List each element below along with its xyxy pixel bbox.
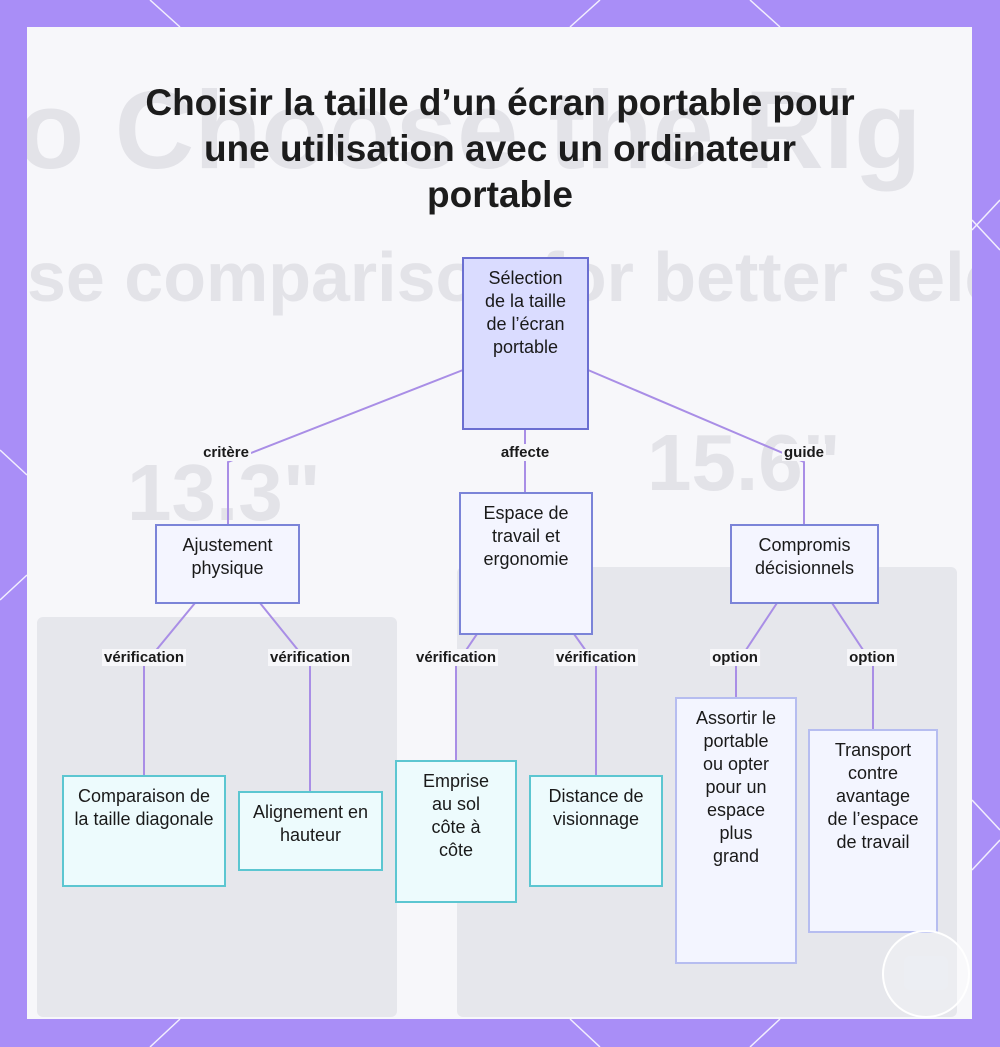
corner-watermark-badge	[882, 930, 970, 1018]
node-diagonal-comparison: Comparaison de la taille diagonale	[62, 775, 226, 887]
node-root: Sélection de la taille de l’écran portab…	[462, 257, 589, 430]
background-size-label-a: 13.3"	[127, 448, 321, 537]
background-size-label-b: 15.6"	[647, 418, 841, 507]
monitor-icon	[904, 956, 948, 990]
edge-tradeoffs-transport	[831, 602, 874, 730]
node-match-or-larger-label: Assortir le portable ou opter pour un es…	[695, 708, 776, 866]
diagram-title: Choisir la taille d’un écran portable po…	[145, 82, 855, 215]
node-decision-tradeoffs: Compromis décisionnels	[730, 524, 879, 604]
node-workspace-ergonomics-label: Espace de travail et ergonomie	[483, 503, 569, 569]
node-match-or-larger: Assortir le portable ou opter pour un es…	[675, 697, 797, 964]
node-transport-vs-workspace: Transport contre avantage de l’espace de…	[808, 729, 938, 933]
node-workspace-ergonomics: Espace de travail et ergonomie	[459, 492, 593, 635]
edge-label-verification: vérification	[267, 649, 353, 666]
node-transport-vs-workspace-label: Transport contre avantage de l’espace de…	[827, 740, 919, 852]
node-side-footprint: Emprise au sol côte à côte	[395, 760, 517, 903]
edge-fit-height	[259, 602, 311, 792]
edge-fit-diagonal	[143, 602, 196, 776]
edge-label-affects: affecte	[498, 444, 552, 461]
node-viewing-distance: Distance de visionnage	[529, 775, 663, 887]
edge-label-option: option	[847, 649, 897, 666]
node-physical-fit: Ajustement physique	[155, 524, 300, 604]
edge-label-option: option	[710, 649, 760, 666]
node-physical-fit-label: Ajustement physique	[182, 535, 273, 578]
node-side-footprint-label: Emprise au sol côte à côte	[422, 771, 489, 860]
edge-root-tradeoffs	[587, 369, 805, 525]
edge-label-verification: vérification	[413, 649, 499, 666]
edge-label-verification: vérification	[553, 649, 639, 666]
node-height-alignment: Alignement en hauteur	[238, 791, 383, 871]
background-watermark-title: o Choose the Rig	[27, 69, 922, 192]
node-height-alignment-label: Alignement en hauteur	[252, 802, 369, 845]
edge-root-fit	[227, 369, 464, 525]
edge-label-guide: guide	[782, 444, 826, 461]
edge-label-criterion: critère	[201, 444, 251, 461]
node-decision-tradeoffs-label: Compromis décisionnels	[754, 535, 855, 578]
node-root-label: Sélection de la taille de l’écran portab…	[484, 268, 567, 357]
edge-label-verification: vérification	[101, 649, 187, 666]
node-diagonal-comparison-label: Comparaison de la taille diagonale	[74, 786, 214, 829]
node-viewing-distance-label: Distance de visionnage	[548, 786, 644, 829]
